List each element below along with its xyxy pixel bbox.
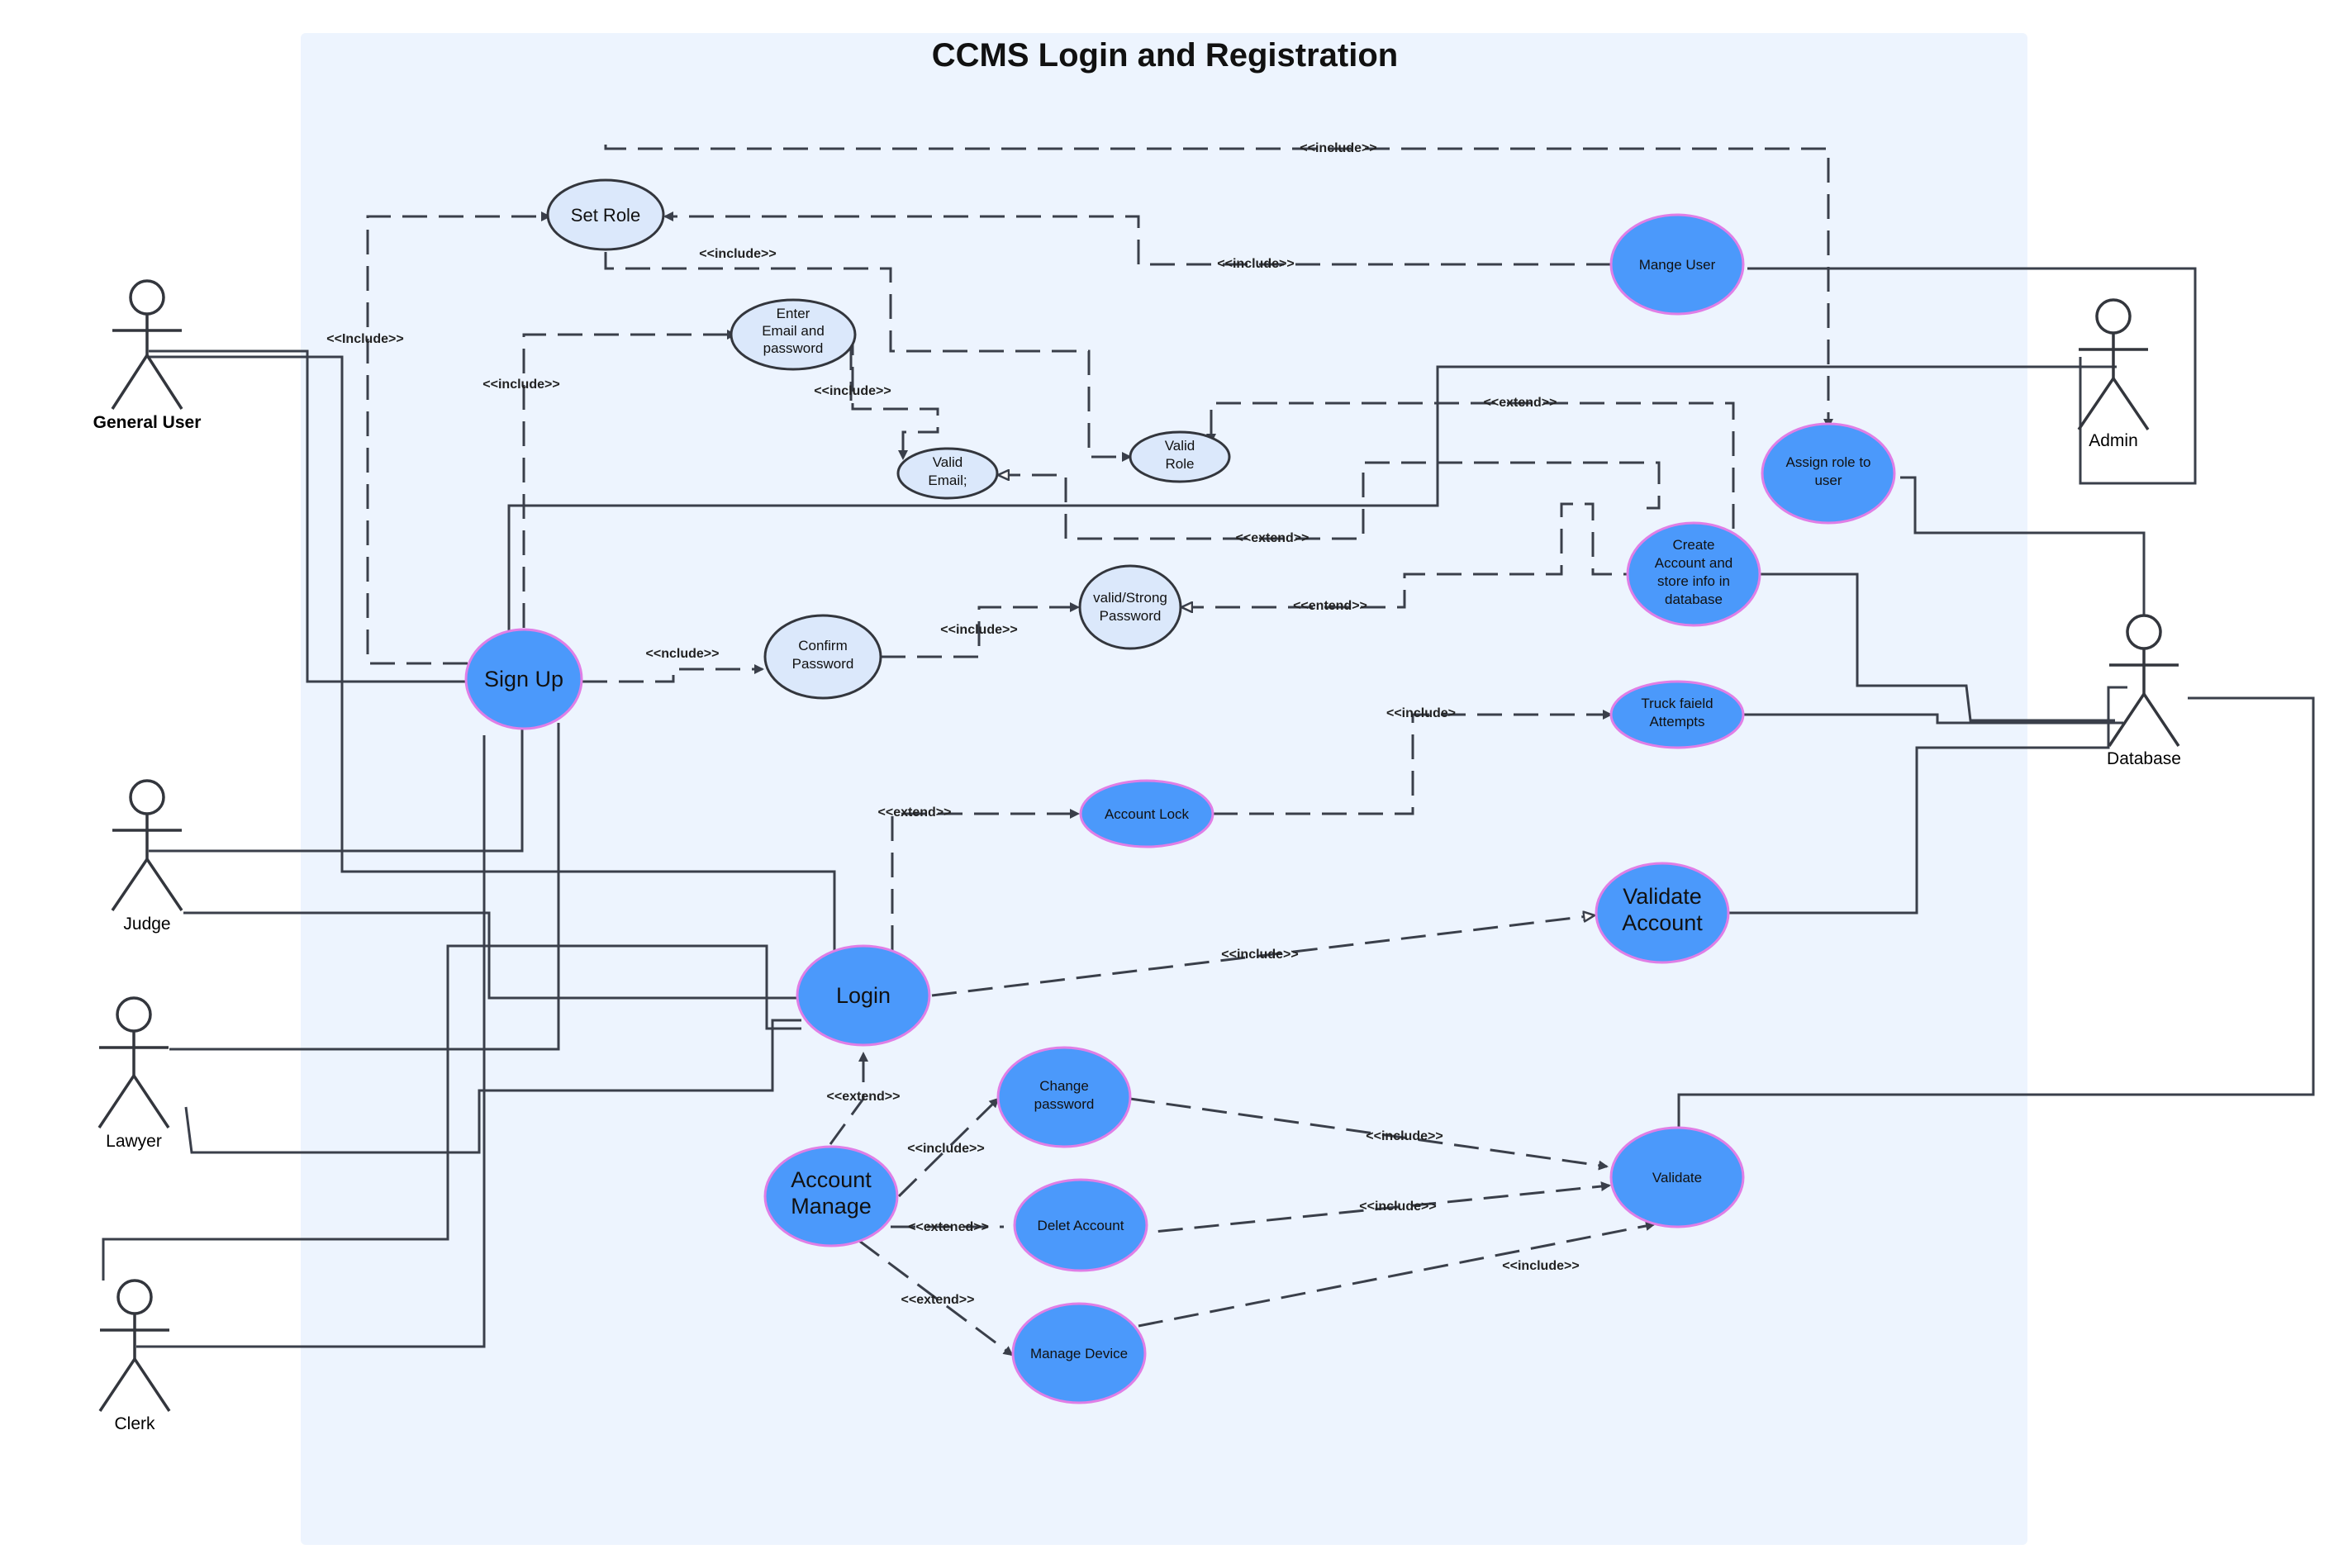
use-case-manage-device[interactable]: Manage Device	[1011, 1302, 1147, 1404]
svg-text:password: password	[763, 340, 824, 356]
use-case-account-manage[interactable]: Account Manage	[763, 1145, 899, 1247]
use-case-account-lock[interactable]: Account Lock	[1079, 779, 1214, 848]
svg-text:Sign Up: Sign Up	[484, 667, 563, 691]
label-device-extend: <<extend>>	[901, 1293, 975, 1307]
actor-lawyer[interactable]: Lawyer	[97, 996, 170, 1151]
use-case-login[interactable]: Login	[796, 944, 931, 1047]
label-device-validate-include: <<include>>	[1502, 1259, 1579, 1273]
dependency-lines	[366, 145, 1833, 1357]
use-case-valid-role[interactable]: Valid Role	[1129, 430, 1231, 483]
label-change-validate-include: <<include>>	[1366, 1129, 1443, 1143]
actor-general-user[interactable]: General User	[93, 279, 202, 432]
use-case-manage-user[interactable]: Mange User	[1609, 213, 1745, 316]
svg-text:Confirm: Confirm	[798, 638, 848, 653]
actor-admin[interactable]: Admin	[2077, 298, 2150, 450]
use-case-truck-failed-attempts[interactable]: Truck faield Attempts	[1609, 680, 1745, 749]
label-top-include: <<include>>	[1300, 141, 1376, 155]
svg-text:Role: Role	[1166, 456, 1195, 472]
svg-text:Account Lock: Account Lock	[1105, 806, 1190, 822]
label-confirm-strong-include: <<include>>	[940, 623, 1017, 637]
actor-database[interactable]: Database	[2107, 614, 2181, 768]
use-case-change-password[interactable]: Change password	[996, 1046, 1132, 1148]
svg-text:Attempts: Attempts	[1649, 714, 1704, 729]
svg-text:database: database	[1665, 592, 1723, 607]
use-case-validate-account[interactable]: Validate Account	[1595, 862, 1730, 964]
label-entend-password: <<entend>>	[1293, 599, 1367, 613]
diagram-title: CCMS Login and Registration	[932, 37, 1398, 74]
svg-text:store info in: store info in	[1657, 573, 1730, 589]
svg-text:Validate: Validate	[1652, 1170, 1702, 1186]
svg-text:Enter: Enter	[777, 306, 810, 321]
label-change-pw-include: <<include>>	[907, 1142, 984, 1156]
use-case-strong-password[interactable]: valid/Strong Password	[1078, 564, 1182, 650]
association-lines	[102, 267, 2315, 1348]
label-delete-extend: <<extened>>	[908, 1220, 989, 1234]
svg-text:Account and: Account and	[1655, 555, 1733, 571]
relation-labels: <<include>> <<include>> <<include>> <<In…	[326, 141, 1579, 1307]
svg-text:Lawyer: Lawyer	[106, 1132, 162, 1151]
svg-text:Create: Create	[1672, 537, 1714, 553]
use-case-valid-email[interactable]: Valid Email;	[896, 447, 999, 500]
svg-text:Set Role: Set Role	[571, 205, 640, 226]
use-case-sign-up[interactable]: Sign Up	[464, 628, 583, 730]
label-truck-include: <<include>	[1386, 706, 1456, 720]
svg-text:Account: Account	[791, 1167, 872, 1192]
svg-text:valid/Strong: valid/Strong	[1093, 590, 1167, 606]
svg-text:Clerk: Clerk	[114, 1414, 155, 1433]
use-case-create-account[interactable]: Create Account and store info in databas…	[1626, 521, 1761, 627]
svg-text:General User: General User	[93, 413, 202, 432]
actor-judge[interactable]: Judge	[111, 779, 183, 934]
svg-text:Login: Login	[836, 983, 891, 1008]
label-manage-user-include: <<include>>	[1217, 257, 1294, 271]
svg-text:Manage: Manage	[791, 1194, 872, 1219]
svg-text:Account: Account	[1622, 910, 1703, 935]
svg-text:Valid: Valid	[1165, 438, 1195, 454]
svg-text:Manage Device: Manage Device	[1030, 1346, 1128, 1361]
use-case-assign-role[interactable]: Assign role to user	[1761, 422, 1896, 525]
svg-text:user: user	[1814, 473, 1842, 488]
label-extend-valid-role: <<extend>>	[1484, 396, 1557, 410]
svg-text:Password: Password	[1100, 608, 1162, 624]
label-login-extend-lock: <<extend>>	[878, 805, 952, 820]
label-email-valid-include: <<include>>	[814, 384, 891, 398]
svg-text:Truck faield: Truck faield	[1641, 696, 1713, 711]
svg-text:Change: Change	[1039, 1078, 1089, 1094]
label-login-validate-include: <<include>>	[1221, 948, 1298, 962]
svg-text:Valid: Valid	[933, 454, 963, 470]
label-account-manage-extend: <<extend>>	[827, 1090, 901, 1104]
svg-text:Email;: Email;	[928, 473, 967, 488]
use-case-confirm-password[interactable]: Confirm Password	[763, 614, 882, 700]
label-signup-setrole-include: <<Include>>	[326, 332, 403, 346]
svg-text:Delet Account: Delet Account	[1038, 1218, 1124, 1233]
svg-text:Validate: Validate	[1623, 884, 1702, 909]
svg-text:Password: Password	[792, 656, 854, 672]
label-delete-validate-include: <<include>>	[1359, 1200, 1436, 1214]
svg-text:Database: Database	[2107, 749, 2181, 768]
svg-text:Admin: Admin	[2089, 431, 2138, 450]
svg-text:Email and: Email and	[762, 323, 825, 339]
svg-text:password: password	[1034, 1096, 1095, 1112]
actor-clerk[interactable]: Clerk	[98, 1279, 171, 1433]
label-extend-valid-email: <<extend>>	[1236, 531, 1309, 545]
label-set-role-include: <<include>>	[699, 247, 776, 261]
svg-text:Assign role to: Assign role to	[1786, 454, 1871, 470]
svg-text:Judge: Judge	[123, 915, 170, 934]
label-signup-email-include: <<include>>	[482, 378, 559, 392]
svg-text:Mange User: Mange User	[1639, 257, 1716, 273]
use-case-validate[interactable]: Validate	[1609, 1126, 1745, 1228]
use-case-set-role[interactable]: Set Role	[546, 178, 665, 251]
use-case-delete-account[interactable]: Delet Account	[1013, 1178, 1148, 1272]
label-confirm-include: <<nclude>>	[646, 647, 720, 661]
use-case-enter-email-password[interactable]: Enter Email and password	[730, 298, 857, 371]
